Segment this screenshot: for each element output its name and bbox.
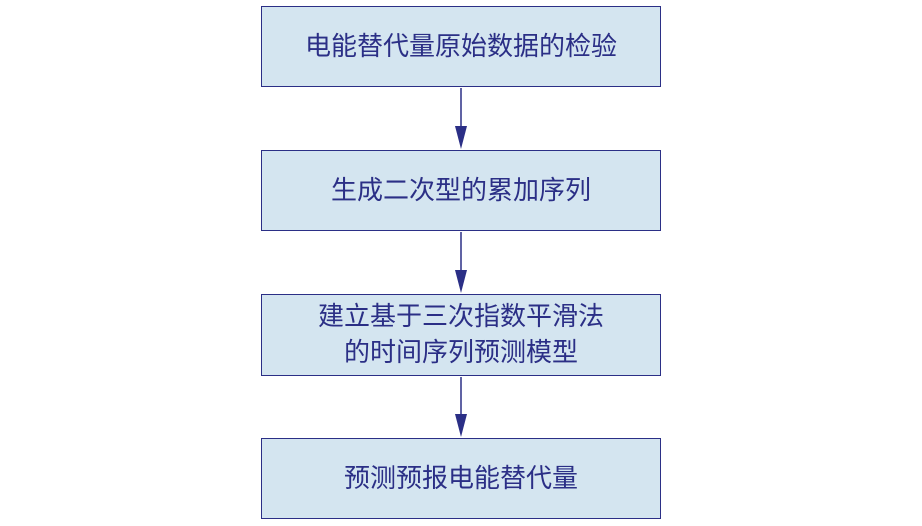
arrow-3-head — [455, 414, 467, 437]
arrow-1 — [455, 88, 467, 149]
step-3-label-line-1: 建立基于三次指数平滑法 — [317, 302, 604, 332]
arrow-3 — [455, 377, 467, 437]
step-3-label-line-2: 的时间序列预测模型 — [343, 338, 578, 368]
step-2-label: 生成二次型的累加序列 — [330, 175, 591, 206]
step-1-label: 电能替代量原始数据的检验 — [304, 31, 617, 62]
arrow-2-head — [455, 270, 467, 293]
step-2-box: 生成二次型的累加序列 — [261, 150, 661, 231]
step-1-box: 电能替代量原始数据的检验 — [261, 6, 661, 87]
step-4-label: 预测预报电能替代量 — [343, 463, 578, 494]
step-4-box: 预测预报电能替代量 — [261, 438, 661, 519]
arrow-1-head — [455, 126, 467, 149]
arrow-2 — [455, 232, 467, 293]
step-3-box: 建立基于三次指数平滑法 的时间序列预测模型 — [261, 294, 661, 376]
